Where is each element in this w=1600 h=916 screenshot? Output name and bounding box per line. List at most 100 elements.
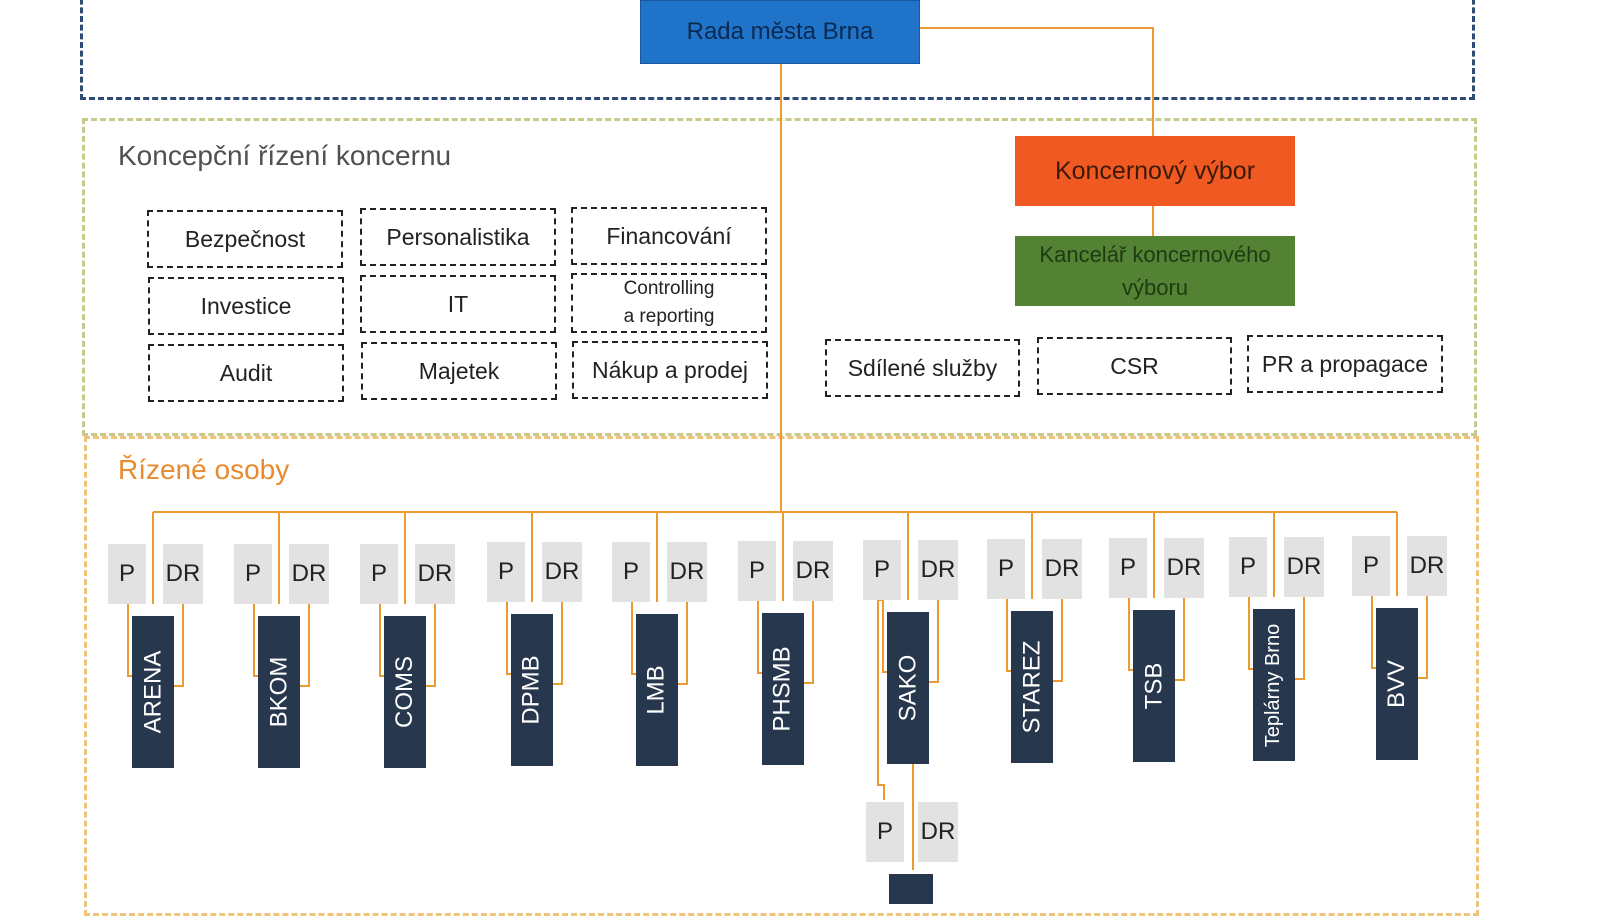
managed-title: Řízené osoby — [118, 454, 290, 485]
entity-label: BVV — [1383, 659, 1410, 709]
csr-label: CSR — [1110, 352, 1159, 379]
concept-management-region — [82, 118, 1477, 436]
dr-connector-line — [928, 681, 939, 683]
p-connector-line — [379, 604, 381, 676]
entity-arena: ARENA — [132, 616, 174, 768]
dr-connector-line — [1061, 599, 1063, 681]
personalistika-box: Personalistika — [360, 208, 556, 266]
p-connector-line — [631, 602, 633, 674]
p-box: P — [234, 544, 272, 604]
entity-label: ARENA — [139, 650, 166, 734]
it-label: IT — [447, 290, 469, 317]
majetek-box: Majetek — [361, 342, 557, 400]
dr-connector-line — [1426, 596, 1428, 678]
financovani-box: Financování — [571, 207, 767, 265]
p-connector-line — [1128, 598, 1130, 670]
entity-label: BKOM — [265, 656, 292, 728]
dr-connector-line — [182, 604, 184, 686]
sdilene-sluzby-label: Sdílené služby — [847, 354, 998, 381]
p-box: P — [987, 539, 1025, 599]
dr-connector-line — [686, 602, 688, 684]
investice-label: Investice — [200, 292, 292, 319]
bezpecnost-label: Bezpečnost — [184, 225, 306, 252]
sdilene-sluzby-box: Sdílené služby — [825, 339, 1020, 397]
entity-drop-line — [152, 512, 154, 604]
entity-drop-line — [907, 512, 909, 600]
dr-connector-line — [803, 682, 814, 684]
dr-box: DR — [289, 544, 329, 604]
p-connector-line — [757, 601, 759, 673]
p-box: P — [360, 544, 398, 604]
sako-sub-line — [877, 599, 885, 800]
dr-connector-line — [1052, 680, 1063, 682]
it-box: IT — [360, 275, 556, 333]
majetek-label: Majetek — [418, 357, 500, 384]
entity-drop-line — [404, 512, 406, 604]
p-connector-line — [253, 675, 261, 677]
entity-starez: STAREZ — [1011, 611, 1053, 763]
dr-connector-line — [552, 683, 563, 685]
koncernovy-vybor-label: Koncernový výbor — [1054, 156, 1256, 185]
dr-connector-line — [1303, 597, 1305, 679]
koncernovy-vybor-box: Koncernový výbor — [1015, 136, 1295, 206]
entity-dpmb: DPMB — [511, 614, 553, 766]
entity-label: Teplárny Brno — [1262, 623, 1285, 747]
p-connector-line — [882, 671, 890, 673]
entity-label: TSB — [1140, 662, 1167, 710]
p-box: P — [612, 542, 650, 602]
city-council-region — [80, 0, 1475, 100]
dr-box: DR — [667, 542, 707, 602]
dr-connector-line — [299, 685, 310, 687]
audit-label: Audit — [219, 359, 273, 386]
kancelar-label-line1: Kancelář koncernového — [1039, 242, 1271, 267]
pr-label: PR a propagace — [1261, 350, 1429, 377]
p-connector-line — [1248, 597, 1250, 669]
rada-mesta-label: Rada města Brna — [686, 18, 874, 45]
p-connector-line — [757, 672, 765, 674]
p-connector-line — [1128, 669, 1136, 671]
kancelar-label-line2: výboru — [1121, 275, 1189, 300]
entity-label: PHSMB — [769, 646, 797, 732]
entity-drop-line — [1396, 512, 1398, 596]
dr-box: DR — [163, 544, 203, 604]
p-connector-line — [1006, 599, 1008, 671]
kancelar-box: Kancelář koncernového výboru — [1015, 236, 1295, 306]
entity-drop-line — [531, 512, 533, 602]
dr-box: DR — [793, 541, 833, 601]
entity-drop-line — [1273, 512, 1275, 597]
entity-drop-line — [656, 512, 658, 602]
dr-connector-line — [561, 602, 563, 684]
council-to-committee-line — [920, 27, 1154, 136]
concept-title: Koncepční řízení koncernu — [118, 140, 452, 171]
p-connector-line — [1371, 596, 1373, 668]
audit-box: Audit — [148, 344, 344, 402]
csr-box: CSR — [1037, 337, 1232, 395]
entity-lmb: LMB — [636, 614, 678, 766]
sub-entity-block — [889, 874, 933, 904]
p-connector-line — [631, 673, 639, 675]
dr-box: DR — [415, 544, 455, 604]
p-connector-line — [882, 600, 884, 672]
p-connector-line — [1006, 670, 1014, 672]
p-box: P — [108, 544, 146, 604]
dr-connector-line — [812, 601, 814, 683]
entity-label: LMB — [643, 665, 671, 715]
entity-drop-line — [278, 512, 280, 604]
entity-drop-line — [782, 512, 784, 601]
entity-tepl-rny-brno: Teplárny Brno — [1253, 609, 1295, 761]
dr-box: DR — [918, 540, 958, 600]
dr-connector-line — [434, 604, 436, 686]
p-box: P — [1229, 537, 1267, 597]
controlling-label-line1: Controlling — [623, 278, 715, 299]
pr-box: PR a propagace — [1247, 335, 1443, 393]
controlling-box: Controlling a reporting — [571, 273, 767, 333]
entity-drop-line — [1031, 512, 1033, 599]
dr-connector-line — [308, 604, 310, 686]
nakup-label: Nákup a prodej — [592, 356, 748, 383]
p-connector-line — [1371, 667, 1379, 669]
p-box: P — [1109, 538, 1147, 598]
rada-mesta-box: Rada města Brna — [640, 0, 920, 64]
entity-tsb: TSB — [1133, 610, 1175, 762]
dr-connector-line — [1183, 598, 1185, 680]
p-connector-line — [379, 675, 387, 677]
